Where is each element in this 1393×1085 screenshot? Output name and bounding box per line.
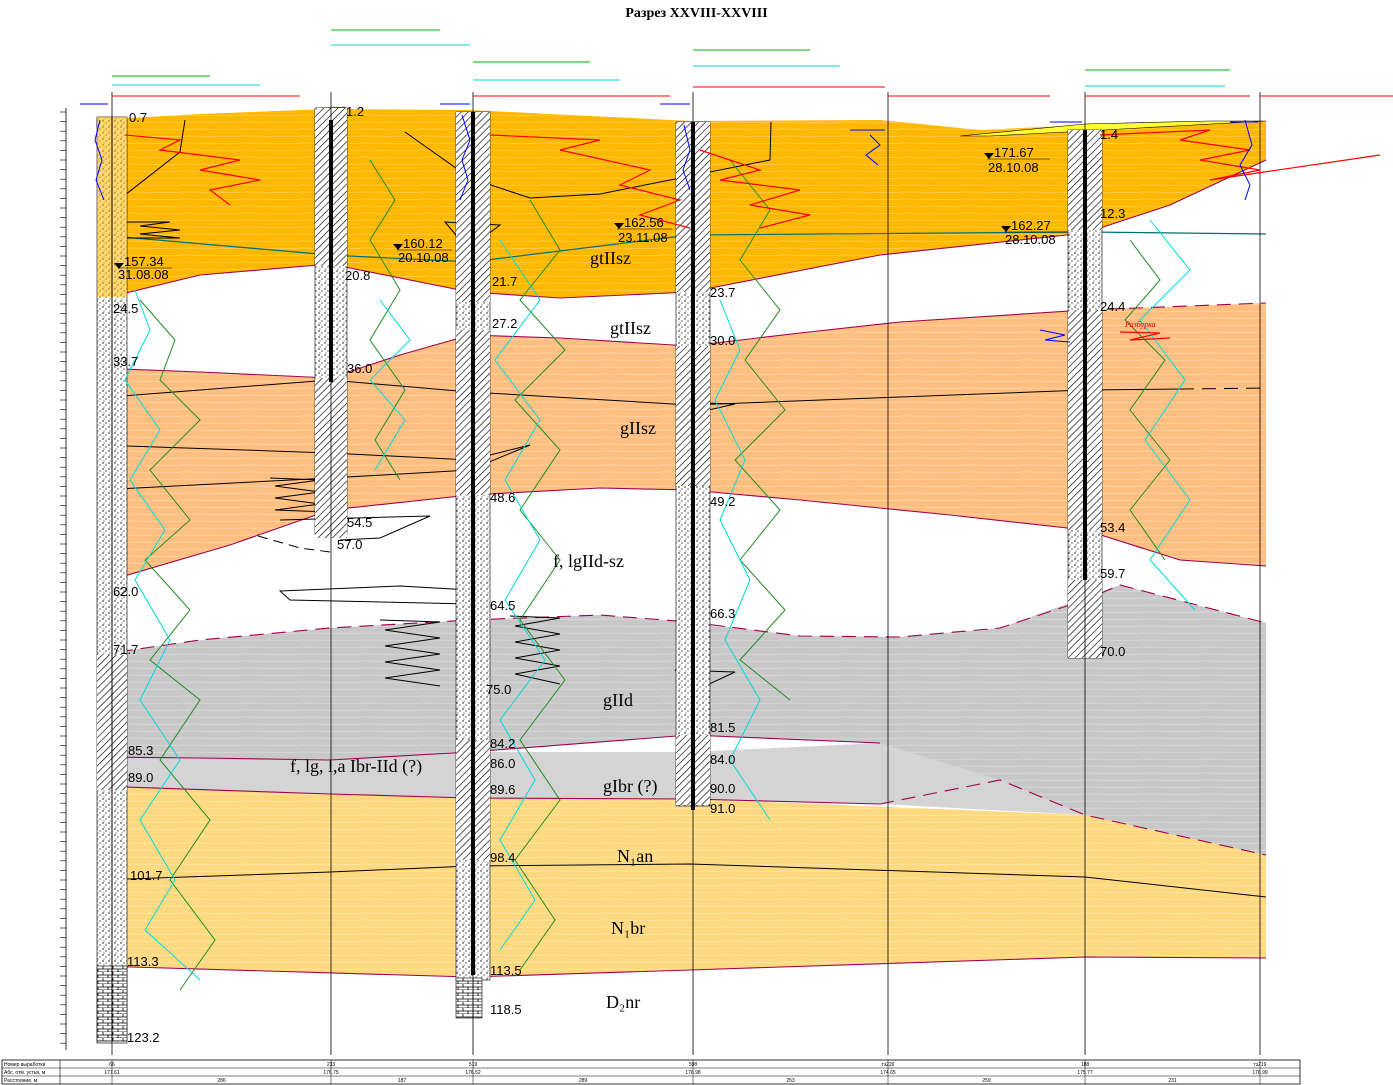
drillout-annotation: Разбурка [1124, 320, 1156, 329]
water-level-598: 162.56 23.11.08 [614, 215, 672, 245]
depth-label: 54.5 [347, 515, 372, 530]
depth-label: 0.7 [129, 110, 147, 125]
water-level-tz226: 171.67 28.10.08 [984, 145, 1050, 175]
depth-label: 66.3 [710, 606, 735, 621]
depth-label: 62.0 [113, 584, 138, 599]
depth-label: 85.3 [128, 743, 153, 758]
depth-label: 101.7 [130, 868, 163, 883]
depth-label: 118.5 [490, 1002, 522, 1017]
depth-label: 70.0 [1100, 644, 1125, 659]
depth-label: 89.0 [128, 770, 153, 785]
unit-label-gtIIsz-2: gtIIsz [610, 318, 651, 338]
blue-log-curves [94, 114, 1253, 343]
svg-text:28.10.08: 28.10.08 [1005, 232, 1056, 247]
svg-text:28.10.08: 28.10.08 [988, 160, 1039, 175]
depth-label: 84.0 [710, 752, 735, 767]
depth-label: 90.0 [710, 781, 735, 796]
water-levels: 157.34 31.08.08 160.12 20.10.08 162.56 2… [114, 145, 1068, 282]
svg-text:162.56: 162.56 [624, 215, 664, 230]
depth-label: 1.2 [346, 104, 364, 119]
table-distance: 187 [398, 1078, 407, 1084]
table-row-label: Номер выработки [4, 1062, 46, 1068]
depth-label: 53.4 [1100, 520, 1125, 535]
depth-label: 36.0 [347, 361, 372, 376]
curve-headers [80, 29, 1393, 131]
table-distance: 289 [579, 1078, 588, 1084]
depth-label: 98.4 [490, 850, 515, 865]
unit-label-N1br: N₁br [611, 918, 645, 938]
depth-label: 71.7 [113, 642, 138, 657]
svg-text:160.12: 160.12 [403, 236, 443, 251]
depth-label: 23.7 [710, 285, 735, 300]
resistivity-log-curves [124, 219, 1196, 981]
water-level-66: 157.34 31.08.08 [114, 254, 172, 282]
depth-label: 24.5 [113, 301, 138, 316]
water-level-188: 162.27 28.10.08 [1001, 218, 1068, 247]
unit-labels: gtIIsz gtIIsz gIIsz f, lgIId-sz gIId f, … [290, 248, 657, 1012]
depth-label: 59.7 [1100, 566, 1125, 581]
table-distance: 286 [217, 1078, 226, 1084]
depth-label: 57.0 [337, 537, 362, 552]
unit-label-N1an: N₁an [617, 846, 653, 866]
well-table: Номер выработки Абс. отм. устья, м Расст… [1, 1059, 1301, 1085]
depth-label: 30.0 [710, 333, 735, 348]
depth-label: 12.3 [1100, 206, 1125, 221]
depth-label: 48.6 [490, 490, 515, 505]
depth-label: 123.2 [127, 1030, 160, 1045]
section-title: Разрез XXVIII-XXVIII [625, 6, 768, 21]
depth-label: 27.2 [492, 316, 517, 331]
depth-label: 24.4 [1100, 299, 1125, 314]
unit-label-f-lg-l-a: f, lg, l,a Ibr-IId (?) [290, 756, 422, 777]
elevation-axis [60, 108, 67, 1050]
table-distance: 231 [1168, 1078, 1177, 1084]
table-distance: 253 [786, 1078, 795, 1084]
unit-label-gtIIsz-1: gtIIsz [590, 248, 631, 268]
svg-text:171.67: 171.67 [994, 145, 1034, 160]
gamma-log-curves [139, 159, 1171, 991]
depth-label: 75.0 [486, 682, 511, 697]
svg-text:162.27: 162.27 [1011, 218, 1051, 233]
depth-label: 20.8 [345, 268, 370, 283]
depth-label: 21.7 [492, 274, 517, 289]
unit-label-gIId: gIId [603, 690, 633, 710]
table-row-label: Расстояние, м [4, 1078, 38, 1084]
unit-label-gIIsz: gIIsz [620, 418, 656, 438]
depth-label: 86.0 [490, 756, 515, 771]
red-log-curves [124, 129, 1381, 341]
depth-label: 113.5 [490, 963, 522, 978]
depth-label: 64.5 [490, 598, 515, 613]
depth-label: 1.4 [1100, 127, 1118, 142]
depth-label: 49.2 [710, 494, 735, 509]
depth-label: 89.6 [490, 782, 515, 797]
depth-labels: 0.7 24.5 33.7 62.0 71.7 85.3 89.0 101.7 … [113, 104, 1125, 1045]
water-level-233: 160.12 20.10.08 [393, 236, 452, 265]
well-axes [111, 92, 1261, 1055]
depth-label: 33.7 [113, 354, 138, 369]
unit-label-f-lgIId-sz: f, lgIId-sz [553, 551, 624, 571]
depth-label: 113.3 [127, 954, 159, 969]
depth-label: 91.0 [710, 801, 735, 816]
svg-text:20.10.08: 20.10.08 [398, 250, 449, 265]
unit-label-D2nr: D₂nr [606, 992, 640, 1012]
depth-label: 81.5 [710, 720, 735, 735]
table-distance: 259 [982, 1078, 991, 1084]
svg-text:157.34: 157.34 [124, 254, 164, 269]
svg-text:23.11.08: 23.11.08 [618, 230, 668, 245]
svg-text:31.08.08: 31.08.08 [118, 267, 169, 282]
depth-label: 84.2 [490, 736, 515, 751]
unit-label-gIbr: gIbr (?) [603, 776, 657, 797]
table-row-label: Абс. отм. устья, м [4, 1070, 46, 1076]
